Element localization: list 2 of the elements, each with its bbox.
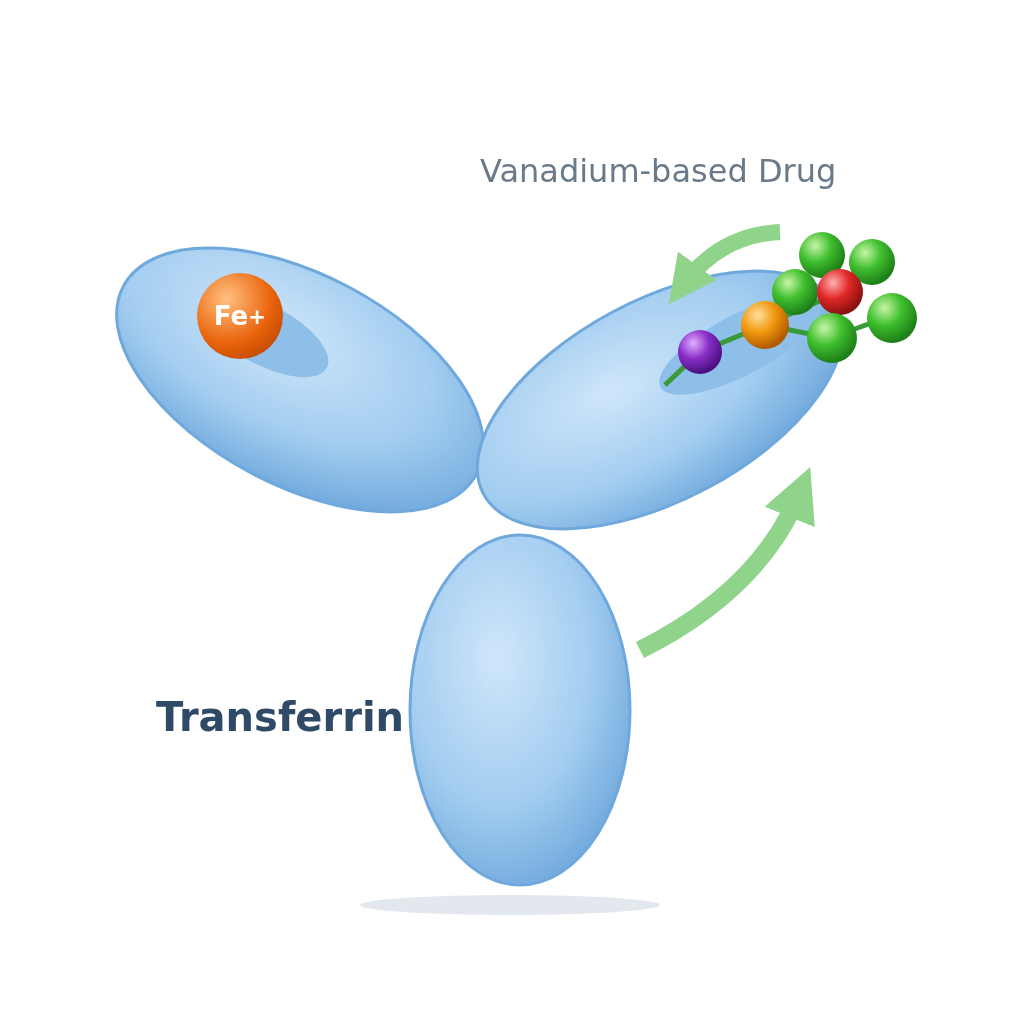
protein-label: Transferrin: [156, 694, 405, 740]
drug-label: Vanadium-based Drug: [480, 152, 837, 190]
